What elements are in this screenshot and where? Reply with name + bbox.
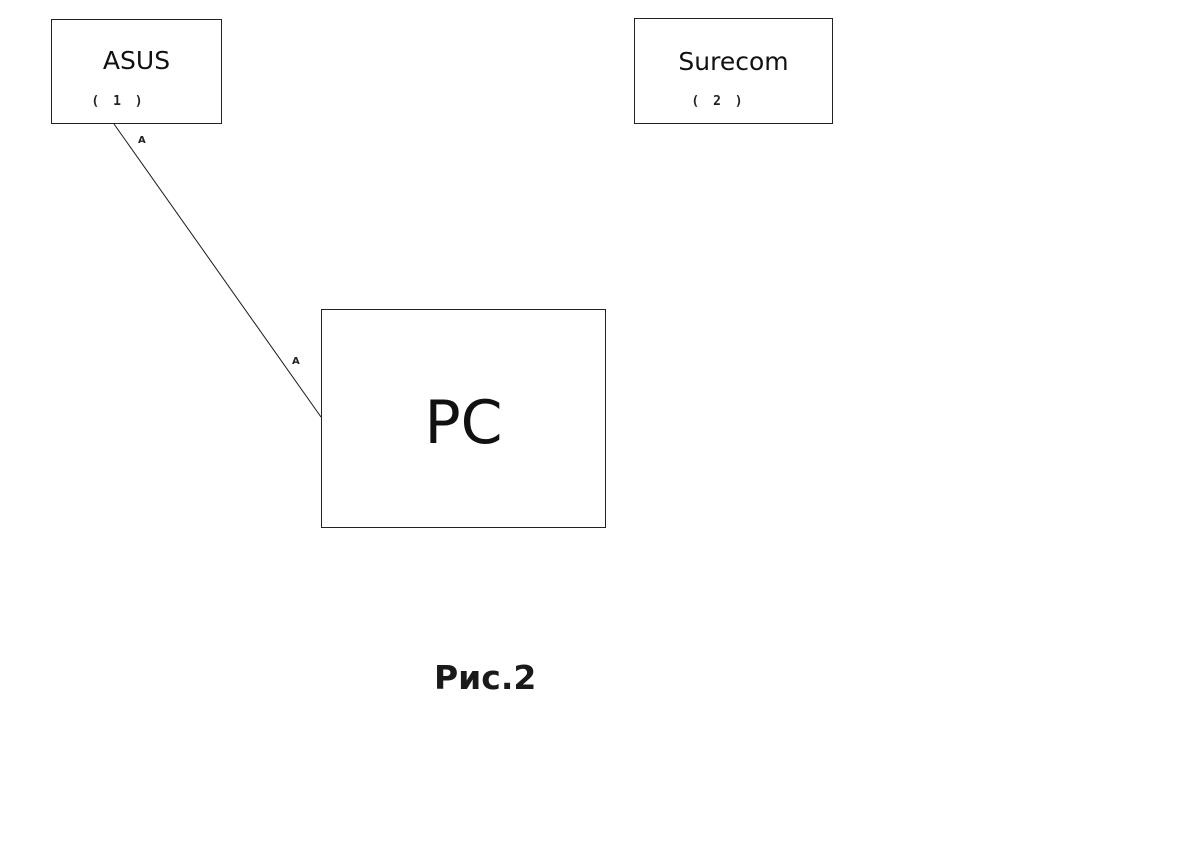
- figure-caption: Рис.2: [434, 658, 537, 697]
- surecom-node: Surecom ( 2 ): [634, 18, 833, 124]
- connection-end-label: A: [292, 356, 300, 367]
- surecom-node-number: ( 2 ): [691, 94, 746, 109]
- asus-node-number: ( 1 ): [91, 94, 146, 109]
- pc-node-name: PC: [424, 388, 503, 458]
- connection-start-label: A: [138, 135, 146, 146]
- surecom-node-name: Surecom: [678, 47, 789, 76]
- asus-node-name: ASUS: [102, 46, 171, 75]
- asus-node: ASUS ( 1 ): [51, 19, 222, 124]
- pc-node: PC: [321, 309, 606, 528]
- asus-pc-connection-line: [113, 123, 322, 418]
